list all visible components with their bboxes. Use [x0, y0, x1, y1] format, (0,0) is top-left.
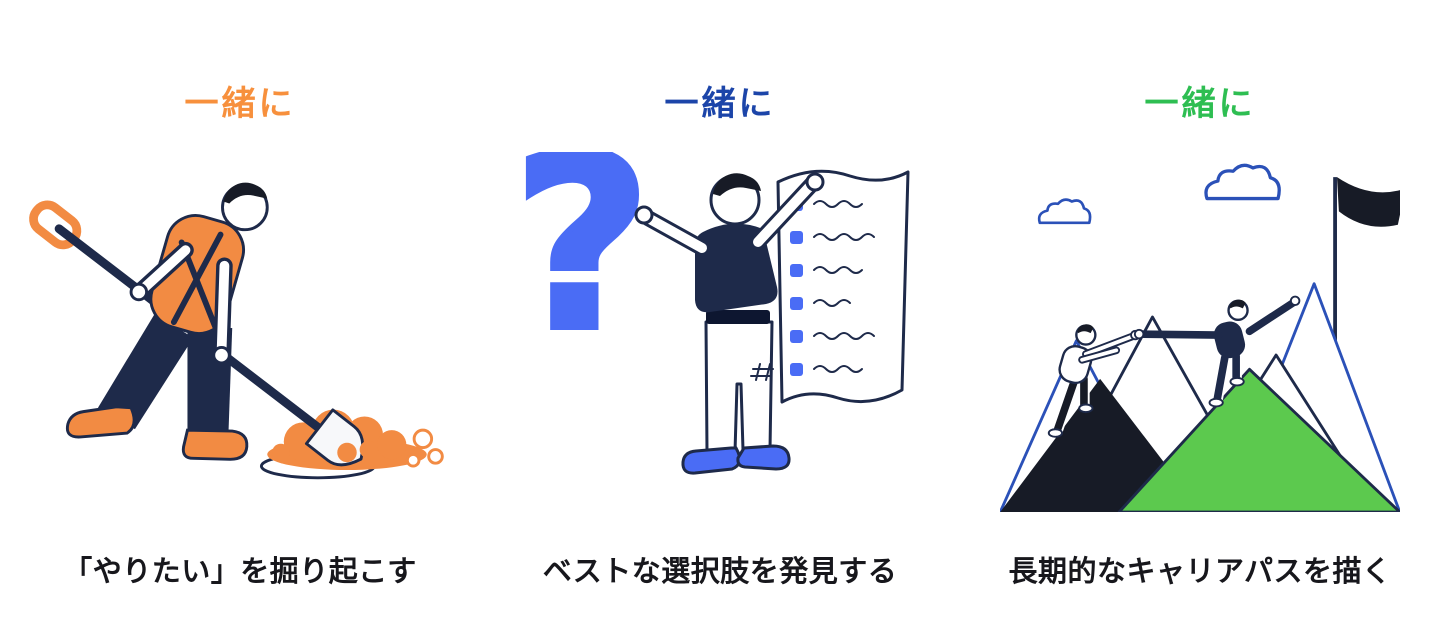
climber-right: [1133, 295, 1301, 408]
feature-caption-discover: ベストな選択肢を発見する: [542, 556, 898, 589]
dirt-lump: [337, 442, 357, 463]
question-checklist-illustration: ?: [520, 141, 920, 513]
digger-hair: [223, 182, 268, 204]
green-slope: [1117, 368, 1400, 513]
digging-illustration-svg: [29, 182, 444, 480]
question-checklist-illustration-svg: ?: [520, 152, 910, 475]
feature-heading-discover: 一緒に: [664, 85, 776, 123]
dirt-outlined-lumps: [405, 428, 444, 468]
feature-column-discover: 一緒に ?: [480, 0, 960, 630]
person-arms: [634, 172, 825, 256]
question-mark: ?: [520, 152, 652, 384]
cloud: [1037, 198, 1092, 225]
digger-back-shoe: [65, 405, 136, 439]
flag: [1336, 177, 1400, 227]
left-shoe: [681, 446, 742, 475]
digger-arms: [129, 241, 233, 365]
digger-front-shoe: [181, 428, 249, 461]
mountain-climb-illustration-svg: [1000, 163, 1400, 513]
person-hair: [713, 173, 761, 196]
mountain-range: [1000, 282, 1400, 513]
suspender-strap: [170, 231, 224, 325]
digger-person: [65, 182, 269, 461]
feature-heading-career: 一緒に: [1144, 85, 1256, 123]
cloud: [1204, 163, 1281, 201]
digging-illustration: [26, 141, 454, 513]
feature-caption-career: 長期的なキャリアパスを描く: [1008, 556, 1392, 589]
person-pants: [704, 320, 774, 464]
hash-doodle: [750, 362, 774, 381]
right-shoe: [736, 444, 791, 471]
feature-column-career: 一緒に: [960, 0, 1440, 630]
digger-back-leg: [97, 314, 194, 429]
feature-caption-dig: 「やりたい」を掘り起こす: [63, 556, 417, 589]
mountain-climb-illustration: [1000, 141, 1400, 513]
feature-heading-dig: 一緒に: [184, 85, 296, 123]
dirt-lump: [359, 440, 378, 459]
belt: [706, 309, 770, 324]
feature-column-dig: 一緒に: [0, 0, 480, 630]
thinking-person: [634, 172, 825, 475]
